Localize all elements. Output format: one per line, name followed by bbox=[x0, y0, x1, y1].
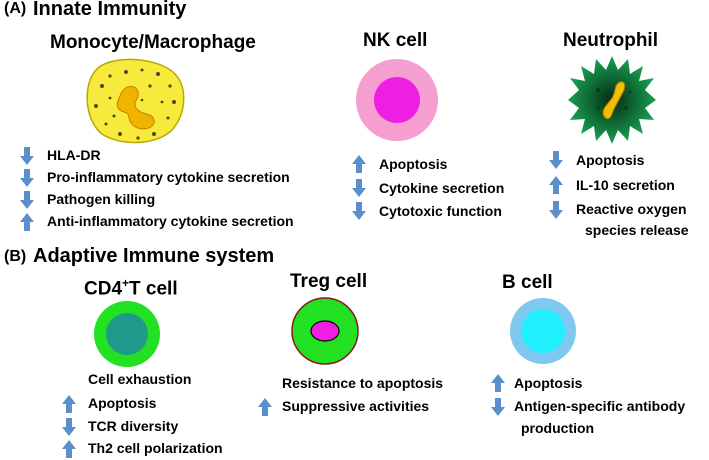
neutrophil-item: IL-10 secretion bbox=[576, 177, 675, 193]
arrow-down-icon bbox=[20, 169, 34, 187]
cd4-t-cell-title: CD4+T cell bbox=[84, 276, 178, 300]
nk-item: Apoptosis bbox=[379, 156, 448, 172]
arrow-down-icon bbox=[549, 201, 563, 219]
macrophage-item: Pro-inflammatory cytokine secretion bbox=[47, 169, 290, 185]
arrow-up-icon bbox=[258, 398, 272, 416]
arrow-down-icon bbox=[20, 191, 34, 209]
arrow-up-icon bbox=[549, 176, 563, 194]
macrophage-cell-icon bbox=[86, 58, 185, 144]
section-b-label: (B) bbox=[4, 248, 27, 265]
b-cell-icon bbox=[510, 298, 576, 364]
arrow-up-icon bbox=[20, 213, 34, 231]
neutrophil-item: Apoptosis bbox=[576, 152, 645, 168]
nk-cell-icon bbox=[356, 59, 438, 141]
nk-cell-title: NK cell bbox=[363, 30, 428, 51]
treg-cell-title: Treg cell bbox=[290, 271, 368, 292]
macrophage-item: Anti-inflammatory cytokine secretion bbox=[47, 213, 294, 229]
b-cell-title: B cell bbox=[502, 272, 553, 293]
arrow-up-icon bbox=[491, 374, 505, 392]
b-cell-item: Apoptosis bbox=[514, 375, 583, 391]
cd4-item: TCR diversity bbox=[88, 418, 179, 434]
arrow-down-icon bbox=[352, 179, 366, 197]
section-b-title: Adaptive Immune system bbox=[33, 245, 275, 267]
macrophage-title: Monocyte/Macrophage bbox=[50, 32, 256, 53]
arrow-down-icon bbox=[491, 398, 505, 416]
arrow-down-icon bbox=[352, 202, 366, 220]
neutrophil-item: species release bbox=[585, 222, 689, 238]
arrow-up-icon bbox=[62, 395, 76, 413]
macrophage-item: HLA-DR bbox=[47, 147, 101, 163]
b-cell-item: Antigen-specific antibody bbox=[514, 398, 686, 414]
treg-cell-icon bbox=[291, 297, 359, 365]
arrow-down-icon bbox=[62, 418, 76, 436]
cd4-item: Apoptosis bbox=[88, 395, 157, 411]
arrow-down-icon bbox=[20, 147, 34, 165]
arrow-up-icon bbox=[62, 440, 76, 458]
nk-item: Cytokine secretion bbox=[379, 180, 505, 196]
cd4-t-cell-icon bbox=[94, 301, 160, 367]
section-a-label: (A) bbox=[4, 0, 27, 17]
arrow-down-icon bbox=[549, 151, 563, 169]
cd4-item: Cell exhaustion bbox=[88, 371, 192, 387]
cd4-item: Th2 cell polarization bbox=[88, 440, 223, 456]
neutrophil-cell-icon bbox=[568, 56, 656, 144]
macrophage-item: Pathogen killing bbox=[47, 191, 156, 207]
section-a-title: Innate Immunity bbox=[33, 0, 187, 20]
b-cell-item: production bbox=[521, 420, 595, 436]
neutrophil-item: Reactive oxygen bbox=[576, 201, 687, 217]
nk-item: Cytotoxic function bbox=[379, 203, 502, 219]
neutrophil-title: Neutrophil bbox=[563, 30, 658, 51]
treg-item: Suppressive activities bbox=[282, 398, 430, 414]
treg-item: Resistance to apoptosis bbox=[282, 375, 444, 391]
arrow-up-icon bbox=[352, 155, 366, 173]
